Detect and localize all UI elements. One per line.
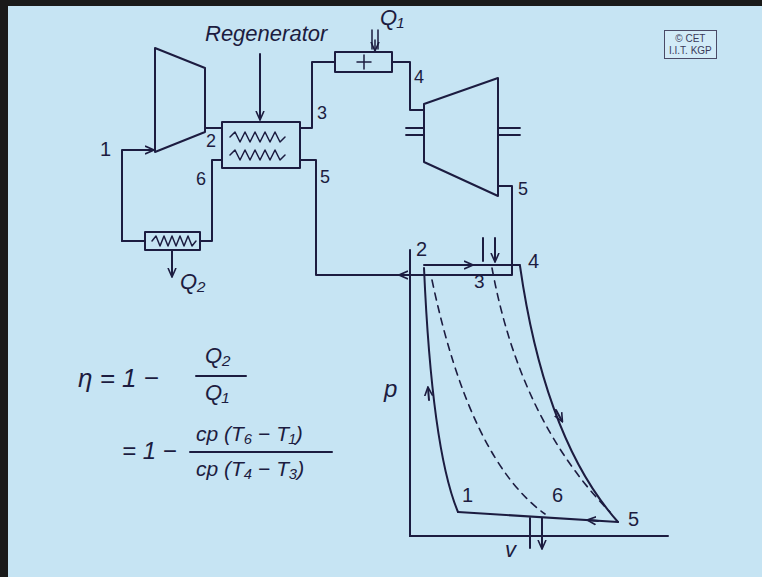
heat-rejection-arrow (171, 251, 173, 276)
axis-label: v (505, 538, 516, 562)
state-number: 6 (552, 484, 563, 506)
cycle-curve (520, 266, 618, 522)
compressor-outlet-wire (205, 127, 222, 129)
heat-label: Q₂ (180, 270, 206, 294)
fraction-bar (190, 451, 332, 453)
equation-text: Q₁ (205, 381, 229, 405)
page-frame (0, 0, 8, 577)
cycle-arrow (588, 520, 598, 521)
state-number: 4 (414, 68, 424, 88)
combustor-symbol (335, 52, 392, 72)
p-v-diagram (410, 238, 668, 548)
regenerator-symbol (222, 122, 300, 168)
axis-line (410, 250, 668, 536)
compressor-symbol (155, 48, 205, 152)
state-number: 1 (100, 138, 111, 160)
equation-text: cp (T₄ − T₃) (196, 457, 304, 480)
leader-arrow (259, 54, 261, 119)
cooler-wire (122, 160, 222, 241)
state-number: 1 (462, 484, 473, 506)
state-number: 2 (416, 238, 427, 260)
watermark-text: I.I.T. KGP (669, 45, 712, 57)
equation-text: = 1 − (122, 438, 177, 464)
heat-label: Q₁ (380, 6, 404, 30)
watermark-box: © CETI.I.T. KGP (664, 30, 717, 59)
state-number: 3 (317, 104, 327, 124)
turbine-exhaust-wire (300, 160, 512, 275)
cycle-schematic (122, 30, 520, 276)
heat-arrow (483, 238, 495, 261)
state-number: 5 (628, 508, 639, 530)
fraction-bar (196, 375, 246, 377)
state-number: 6 (196, 170, 206, 190)
shaft-symbol (406, 128, 520, 135)
heat-input-arrow (374, 40, 376, 50)
axis-label: p (384, 376, 397, 402)
cooler-symbol (145, 232, 200, 250)
state-number: 4 (528, 250, 539, 272)
heat-arrow (530, 518, 542, 548)
equation-text: η = 1 − (78, 364, 159, 393)
heat-input-arrow (372, 30, 378, 49)
cycle-curve (424, 264, 520, 266)
cycle-arrow (462, 264, 472, 266)
dashed-curve (432, 280, 545, 514)
equation-bars (190, 376, 332, 452)
cycle-arrow (428, 388, 429, 400)
regenerator-coil (230, 132, 285, 142)
burner-symbol (357, 55, 371, 69)
state-number: 5 (320, 168, 330, 188)
regenerator-coil (230, 150, 285, 160)
dashed-curve (492, 268, 610, 512)
inlet-wire (122, 150, 153, 241)
cycle-arrow (556, 410, 562, 421)
combustor-outlet-wire (392, 62, 424, 110)
equation-text: Q₂ (205, 344, 231, 368)
cycle-curve (424, 268, 458, 512)
equation-text: cp (T₆ − T₁) (196, 422, 303, 445)
watermark-text: © CET (669, 33, 712, 45)
cycle-curve (458, 512, 618, 522)
state-number: 3 (474, 272, 485, 293)
cooler-coil (152, 236, 196, 246)
regenerator-outlet-wire (300, 62, 335, 128)
callout-label: Regenerator (205, 22, 327, 46)
state-number: 5 (518, 180, 528, 200)
turbine-symbol (424, 78, 498, 196)
state-number: 2 (206, 132, 216, 152)
